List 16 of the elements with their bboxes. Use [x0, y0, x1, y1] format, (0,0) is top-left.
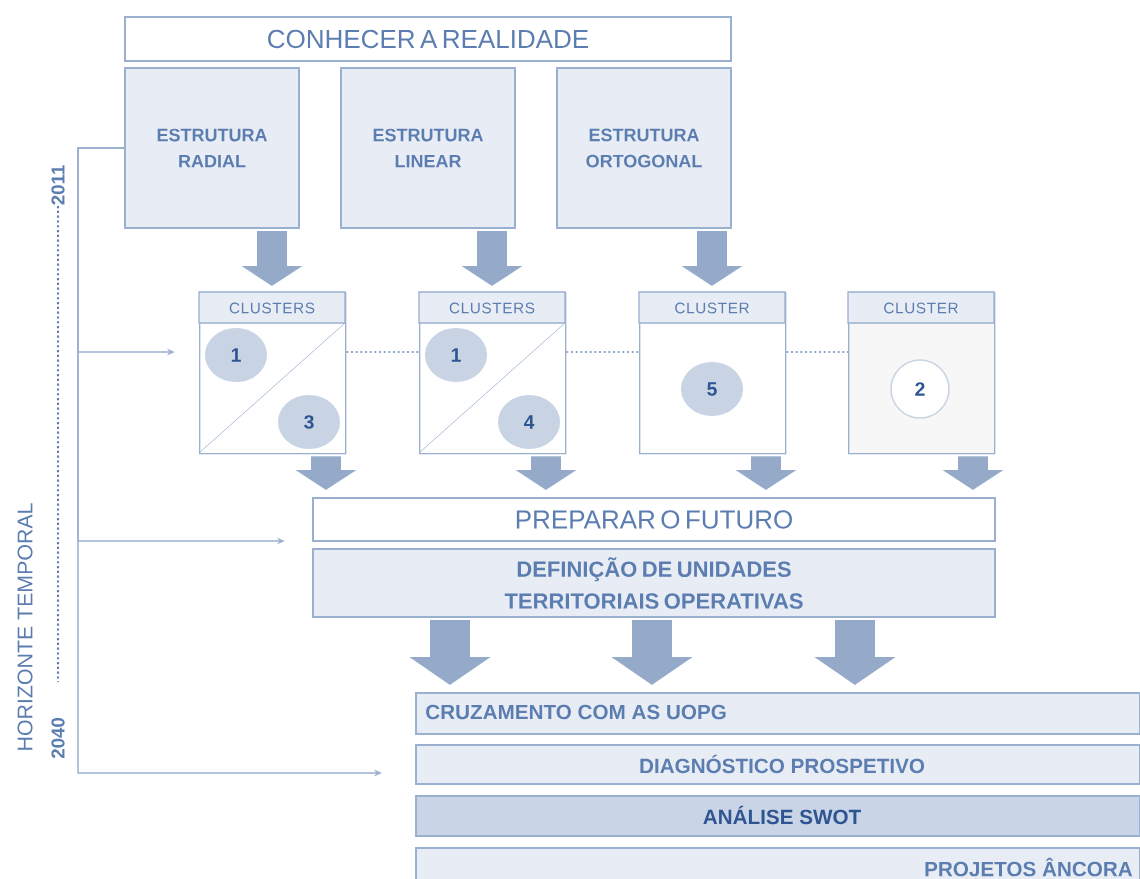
- year-label: 2011: [51, 165, 65, 205]
- dotted-line: [785, 351, 849, 353]
- year-label: 2040: [51, 718, 65, 759]
- process-bar: DIAGNÓSTICO PROSPETIVO: [415, 744, 1140, 785]
- process-box: ESTRUTURA RADIAL: [124, 67, 300, 229]
- dotted-line: [345, 351, 420, 353]
- axis-label: HORIZONTE TEMPORAL: [17, 503, 33, 750]
- heading-box: PREPARAR O FUTURO: [312, 497, 996, 542]
- heading-box: CONHECER A REALIDADE: [124, 16, 732, 62]
- process-box: DEFINIÇÃO DE UNIDADES TERRITORIAIS OPERATIVAS: [312, 548, 996, 618]
- process-bar: CRUZAMENTO COM AS UOPG: [415, 692, 1140, 735]
- process-bar: ANÁLISE SWOT: [415, 795, 1140, 837]
- process-box: ESTRUTURA LINEAR: [340, 67, 516, 229]
- process-box: ESTRUTURA ORTOGONAL: [556, 67, 732, 229]
- dotted-line: [565, 351, 640, 353]
- process-bar: PROJETOS ÂNCORA: [415, 847, 1140, 879]
